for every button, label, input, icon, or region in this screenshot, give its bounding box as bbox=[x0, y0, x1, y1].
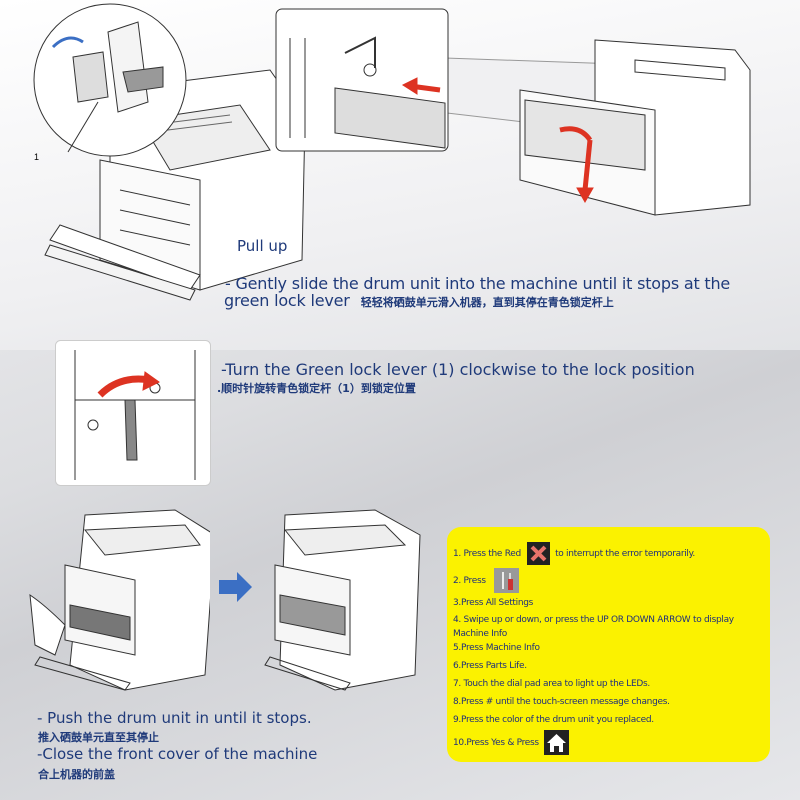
lock-lever-illustration bbox=[55, 340, 211, 486]
pull-up-label: Pull up bbox=[237, 237, 288, 255]
close-instruction-en: -Close the front cover of the machine bbox=[37, 745, 318, 763]
push-instruction-en: - Push the drum unit in until it stops. bbox=[37, 709, 312, 727]
step-7-text: 7. Touch the dial pad area to light up t… bbox=[453, 679, 650, 689]
push-instruction-cn: 推入硒鼓单元直至其停止 bbox=[38, 731, 159, 744]
settings-tools-icon bbox=[494, 568, 520, 593]
step-3-text: 3.Press All Settings bbox=[453, 598, 534, 608]
step-4-text: 4. Swipe up or down, or press the UP OR … bbox=[453, 615, 734, 625]
step-8-text: 8.Press # until the touch-screen message… bbox=[453, 697, 670, 707]
callout-number: 1 bbox=[34, 152, 40, 162]
step-9-text: 9.Press the color of the drum unit you r… bbox=[453, 715, 654, 725]
reset-instructions-panel: 1. Press the Red to interrupt the error … bbox=[447, 527, 770, 762]
right-arrow-icon bbox=[219, 572, 252, 602]
printer-open-illustration bbox=[44, 69, 306, 301]
printer-drum-slide-illustration bbox=[519, 39, 751, 216]
turn-instruction-en: -Turn the Green lock lever (1) clockwise… bbox=[221, 360, 695, 379]
step-6-text: 6.Press Parts Life. bbox=[453, 661, 527, 671]
printer-closed-cover-illustration bbox=[264, 509, 421, 691]
turn-instruction-cn: .顺时针旋转青色锁定杆（1）到锁定位置 bbox=[217, 382, 416, 395]
close-instruction-cn: 合上机器的前盖 bbox=[38, 768, 115, 781]
slide-instruction-en-2: green lock lever bbox=[224, 291, 350, 310]
home-icon bbox=[544, 730, 570, 755]
slide-instruction-en-1: - Gently slide the drum unit into the ma… bbox=[225, 274, 731, 293]
step-10-text: 10.Press Yes & Press bbox=[453, 738, 539, 748]
slide-instruction-cn: 轻轻将硒鼓单元滑入机器，直到其停在青色锁定杆上 bbox=[360, 296, 614, 309]
lever-detail-circle bbox=[33, 3, 187, 157]
printer-push-drum-illustration bbox=[29, 509, 210, 691]
step-1-text: 1. Press the Red bbox=[453, 549, 521, 559]
step-1-text-b: to interrupt the error temporarily. bbox=[555, 549, 695, 559]
step-4-text-b: Machine Info bbox=[453, 629, 507, 639]
cancel-x-icon bbox=[526, 542, 550, 565]
step-5-text: 5.Press Machine Info bbox=[453, 643, 540, 653]
step-2-text: 2. Press bbox=[453, 576, 486, 586]
